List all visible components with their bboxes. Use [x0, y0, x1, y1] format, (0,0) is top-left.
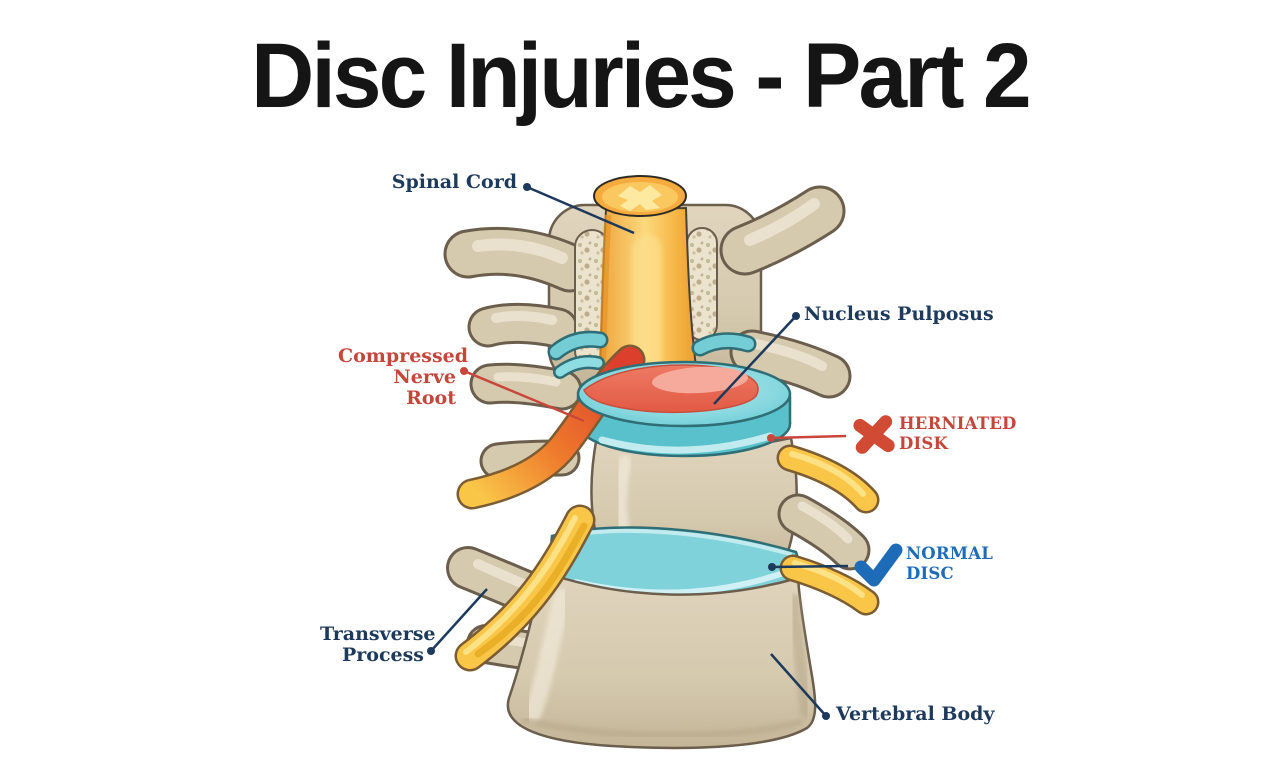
leader-spinal-cord: [526, 185, 635, 235]
label-compressed-nerve-root: Compressed Nerve Root: [338, 345, 469, 409]
check-icon: [854, 543, 903, 587]
leader-normal-disc: [771, 564, 849, 569]
label-herniated-disk: HERNIATED DISK: [899, 414, 1017, 453]
leader-vertebral-body: [770, 653, 827, 717]
x-icon: [853, 415, 895, 454]
page-title: Disc Injuries - Part 2: [251, 25, 1031, 127]
nerve-root-right-upper: [776, 444, 880, 514]
label-spinal-cord: Spinal Cord: [391, 171, 517, 193]
herniated-disc-shape: [456, 344, 792, 510]
leader-lines: [427, 183, 849, 720]
nucleus-pulposus-shape: [583, 364, 759, 414]
leader-herniated-disk: [770, 434, 847, 440]
leader-compressed-nerve-root: [463, 369, 585, 423]
nerve-root-left-lower: [454, 504, 596, 672]
label-vertebral-body: Vertebral Body: [836, 703, 995, 725]
label-transverse-process: Transverse Process: [320, 623, 436, 666]
bottom-vertebral-body: [506, 570, 817, 750]
upper-disc-rims: [547, 330, 757, 379]
leader-nucleus-pulposus: [713, 315, 797, 405]
leader-transverse-process: [430, 588, 488, 652]
transverse-process-right-lower: [777, 493, 871, 571]
label-normal-disc: NORMAL DISC: [906, 544, 994, 583]
gray-matter-butterfly: [618, 185, 662, 211]
label-nucleus-pulposus: Nucleus Pulposus: [804, 303, 994, 325]
